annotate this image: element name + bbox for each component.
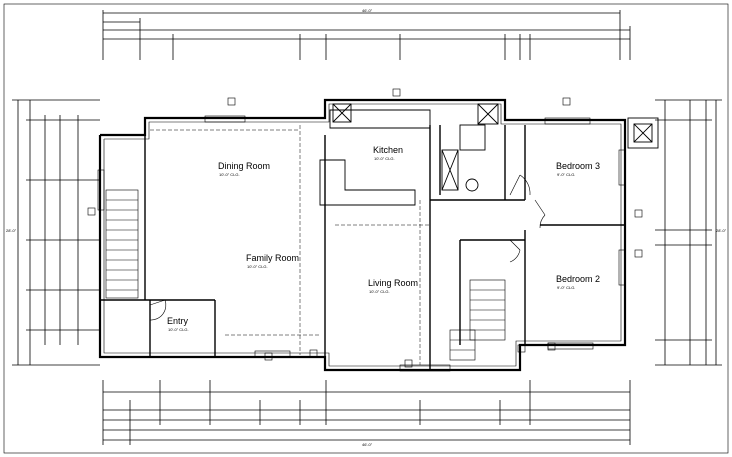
room-size-living: 10'-0" CLG. [369, 289, 390, 294]
interior-walls [100, 125, 625, 370]
room-label-entry: Entry [167, 316, 189, 326]
right-stair [449, 279, 506, 361]
top-dimension-lines [102, 10, 631, 60]
room-size-family: 10'-0" CLG. [247, 264, 268, 269]
room-label-bedroom-2: Bedroom 2 [556, 274, 601, 284]
room-label-dining: Dining Room [218, 161, 271, 171]
room-size-dining: 10'-0" CLG. [219, 172, 240, 177]
room-label-family: Family Room [246, 253, 300, 263]
left-overall-dimension: 28'-0" [6, 228, 17, 233]
kitchen-counter [319, 103, 499, 206]
beam-lines [150, 125, 430, 365]
room-size-bedroom-3: 9'-0" CLG. [557, 172, 576, 177]
top-overall-dimension: 46'-0" [362, 8, 373, 13]
room-label-living: Living Room [368, 278, 419, 288]
room-size-bedroom-2: 9'-0" CLG. [557, 285, 576, 290]
bottom-overall-dimension: 46'-0" [362, 442, 373, 447]
right-overall-dimension: 28'-0" [716, 228, 727, 233]
windows [97, 115, 626, 372]
room-size-entry: 10'-0" CLG. [168, 327, 189, 332]
room-label-kitchen: Kitchen [373, 145, 404, 155]
room-size-kitchen: 10'-0" CLG. [374, 156, 395, 161]
tag-boxes [87, 88, 643, 368]
sheet-border [3, 3, 729, 454]
right-dimension-lines [655, 99, 722, 366]
bottom-dimension-lines [102, 380, 631, 445]
left-dimension-lines [12, 99, 100, 366]
left-stair [105, 189, 139, 299]
exterior-walls [98, 98, 627, 372]
doors [149, 174, 546, 321]
hvac-unit [627, 117, 659, 149]
room-label-bedroom-3: Bedroom 3 [556, 161, 601, 171]
